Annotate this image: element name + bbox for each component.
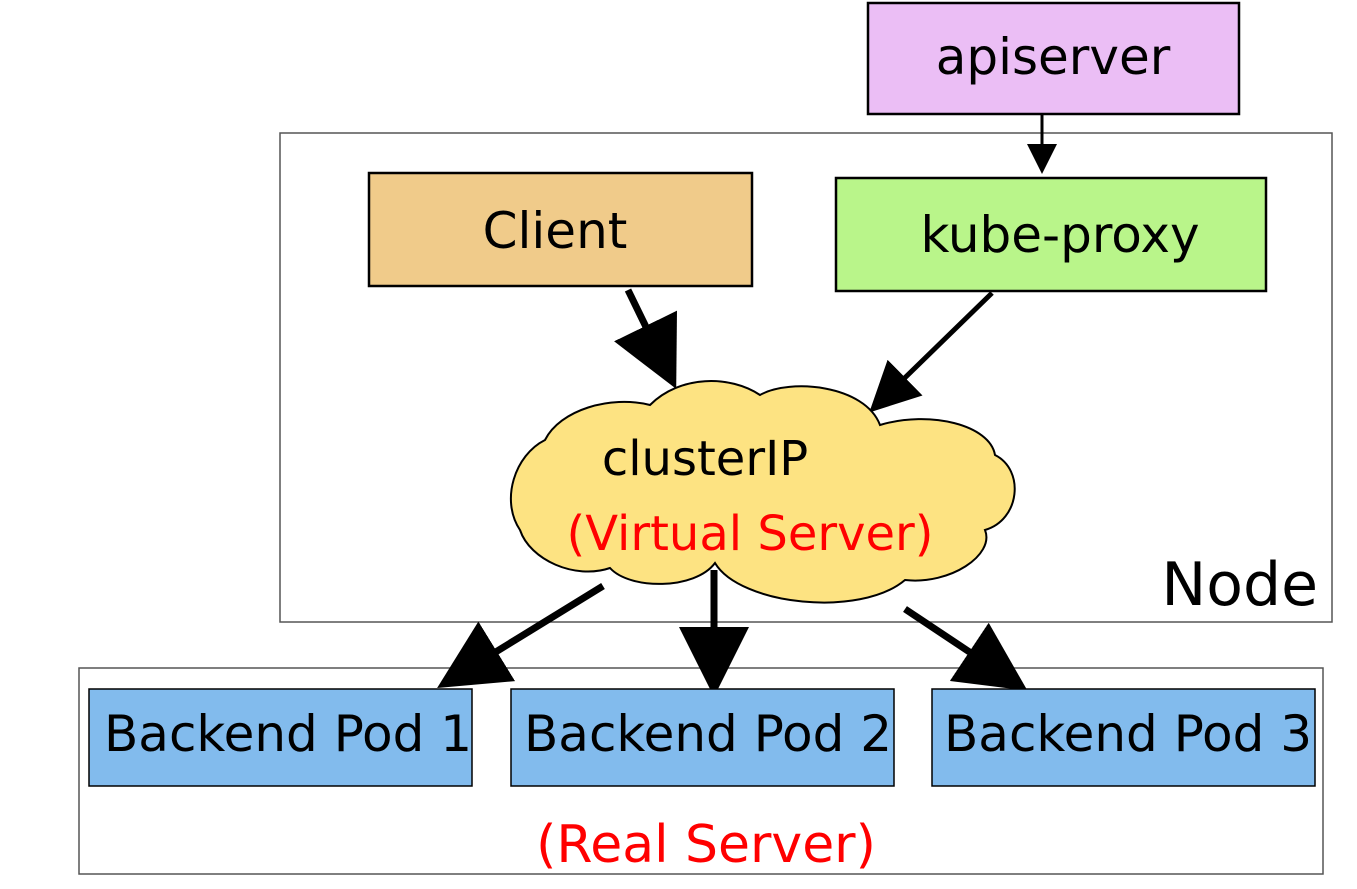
- client-label: Client: [483, 202, 628, 260]
- clusterip-cloud: [510, 380, 1016, 604]
- client-box: [367, 171, 754, 288]
- backend-pod-1-label: Backend Pod 1: [104, 705, 472, 763]
- clusterip-label: clusterIP: [602, 431, 808, 487]
- clusterip-to-pod1-arrow: [437, 583, 605, 688]
- backend-pod-3-box: [931, 688, 1316, 787]
- backend-pod-1-box: [88, 688, 473, 787]
- kube-proxy-label: kube-proxy: [920, 206, 1199, 264]
- apiserver-box: [866, 1, 1241, 116]
- clusterip-to-pod3-arrow: [903, 606, 1028, 691]
- virtual-server-label: (Virtual Server): [567, 506, 934, 562]
- kube-proxy-to-clusterip-arrow: [869, 291, 994, 413]
- real-server-label: (Real Server): [536, 815, 876, 875]
- client-to-clusterip-arrow: [614, 288, 677, 389]
- apiserver-label: apiserver: [936, 28, 1171, 86]
- backend-pod-2-label: Backend Pod 2: [524, 705, 892, 763]
- node-label: Node: [1161, 550, 1318, 620]
- backend-pod-3-label: Backend Pod 3: [944, 705, 1312, 763]
- kube-proxy-box: [834, 176, 1268, 293]
- node-boundary: [279, 132, 1333, 623]
- backend-pod-2-box: [510, 688, 895, 787]
